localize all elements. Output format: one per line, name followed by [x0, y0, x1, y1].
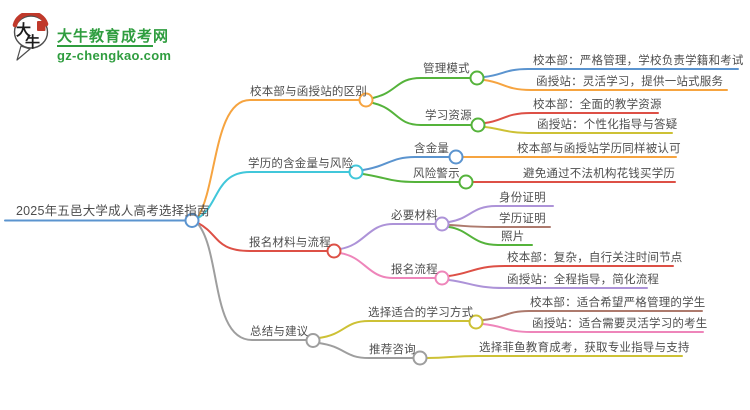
- node-label-required-materials: 必要材料: [391, 210, 438, 222]
- node-circle-value-risk: [348, 164, 364, 180]
- node-circle-campus-vs-station: [358, 92, 374, 108]
- node-circle-choose-style: [468, 314, 484, 330]
- node-circle-learning-resources: [470, 117, 486, 133]
- leaf-label-both-recognized: 校本部与函授站学历同样被认可: [517, 143, 681, 155]
- leaf-label-avoid-illegal: 避免通过不法机构花钱买学历: [523, 168, 676, 180]
- logo-char-bottom: 牛: [25, 33, 40, 51]
- node-label-risk-warning: 风险警示: [413, 168, 460, 180]
- leaf-line-id-proof: [448, 205, 554, 223]
- subbranch-line-management-mode: [372, 77, 471, 99]
- leaf-line-station-suits: [482, 323, 704, 333]
- leaf-line-station-guidance: [484, 126, 673, 134]
- leaf-label-station-fullguide: 函授站：全程指导，简化流程: [507, 274, 660, 286]
- logo-char-top: 大: [16, 21, 31, 39]
- subbranch-line-registration-process: [339, 252, 436, 279]
- leaf-line-campus-resources: [484, 112, 659, 124]
- node-circle-management-mode: [469, 70, 485, 86]
- node-label-choose-style: 选择适合的学习方式: [368, 307, 474, 319]
- leaf-line-consult: [426, 355, 683, 359]
- branch-line-campus-vs-station: [197, 99, 360, 218]
- node-label-registration-process: 报名流程: [391, 264, 438, 276]
- leaf-label-consult: 选择菲鱼教育成考，获取专业指导与支持: [479, 342, 690, 354]
- logo-bubble-icon: 大 牛: [12, 13, 49, 61]
- subbranch-line-learning-resources: [372, 102, 472, 126]
- branch-label-summary: 总结与建议: [250, 326, 309, 338]
- leaf-line-diploma-proof: [448, 224, 551, 228]
- leaf-label-diploma-proof: 学历证明: [499, 213, 546, 225]
- node-circle-risk-warning: [458, 174, 474, 190]
- branch-label-value-risk: 学历的含金量与风险: [248, 158, 354, 170]
- subbranch-line-required-materials: [339, 223, 436, 250]
- node-circle-summary: [305, 333, 321, 348]
- subbranch-line-risk-warning: [362, 173, 460, 183]
- leaf-line-station-fullguide: [448, 279, 648, 289]
- subbranch-line-gold-content: [362, 156, 450, 171]
- leaf-label-station-suits: 函授站：适合需要灵活学习的考生: [532, 318, 708, 330]
- branch-label-materials-process: 报名材料与流程: [249, 237, 331, 249]
- leaf-line-station-flexible: [483, 79, 728, 91]
- node-label-management-mode: 管理模式: [423, 63, 470, 75]
- subbranch-line-recommend: [318, 342, 414, 359]
- branch-label-campus-vs-station: 校本部与函授站的区别: [250, 86, 367, 98]
- leaf-line-campus-strict: [483, 68, 739, 78]
- leaf-label-campus-strict: 校本部：严格管理，学校负责学籍和考试: [533, 55, 744, 67]
- node-label-recommend: 推荐咨询: [369, 344, 416, 356]
- site-url: gz-chengkao.com: [57, 48, 172, 63]
- leaf-line-photo: [448, 226, 533, 246]
- leaf-line-campus-suits: [482, 310, 703, 321]
- leaf-label-campus-complex: 校本部：复杂，自行关注时间节点: [507, 252, 683, 264]
- branch-line-summary: [197, 223, 307, 341]
- site-name: 大牛教育成考网: [57, 28, 170, 45]
- leaf-label-photo: 照片: [501, 231, 525, 243]
- root-node-circle: [184, 213, 200, 228]
- node-label-gold-content: 含金量: [414, 143, 450, 155]
- root-topic-label: 2025年五邑大学成人高考选择指南: [16, 204, 210, 218]
- leaf-label-id-proof: 身份证明: [499, 192, 546, 204]
- node-circle-registration-process: [434, 270, 450, 286]
- node-circle-required-materials: [434, 216, 450, 232]
- node-circle-materials-process: [326, 243, 342, 259]
- leaf-label-campus-resources: 校本部：全面的教学资源: [533, 99, 662, 111]
- branch-line-value-risk: [197, 171, 351, 219]
- site-logo[interactable]: 大 牛 大牛教育成考网 gz-chengkao.com: [12, 12, 192, 64]
- leaf-line-campus-complex: [448, 265, 674, 277]
- node-circle-gold-content: [448, 149, 464, 165]
- node-circle-recommend: [412, 350, 428, 366]
- node-label-learning-resources: 学习资源: [425, 110, 472, 122]
- leaf-label-station-guidance: 函授站：个性化指导与答疑: [537, 119, 678, 131]
- leaf-label-campus-suits: 校本部：适合希望严格管理的学生: [530, 297, 706, 309]
- leaf-label-station-flexible: 函授站：灵活学习，提供一站式服务: [536, 76, 724, 88]
- logo-divider: [57, 45, 153, 47]
- subbranch-line-choose-style: [318, 320, 470, 339]
- branch-line-materials-process: [197, 222, 328, 252]
